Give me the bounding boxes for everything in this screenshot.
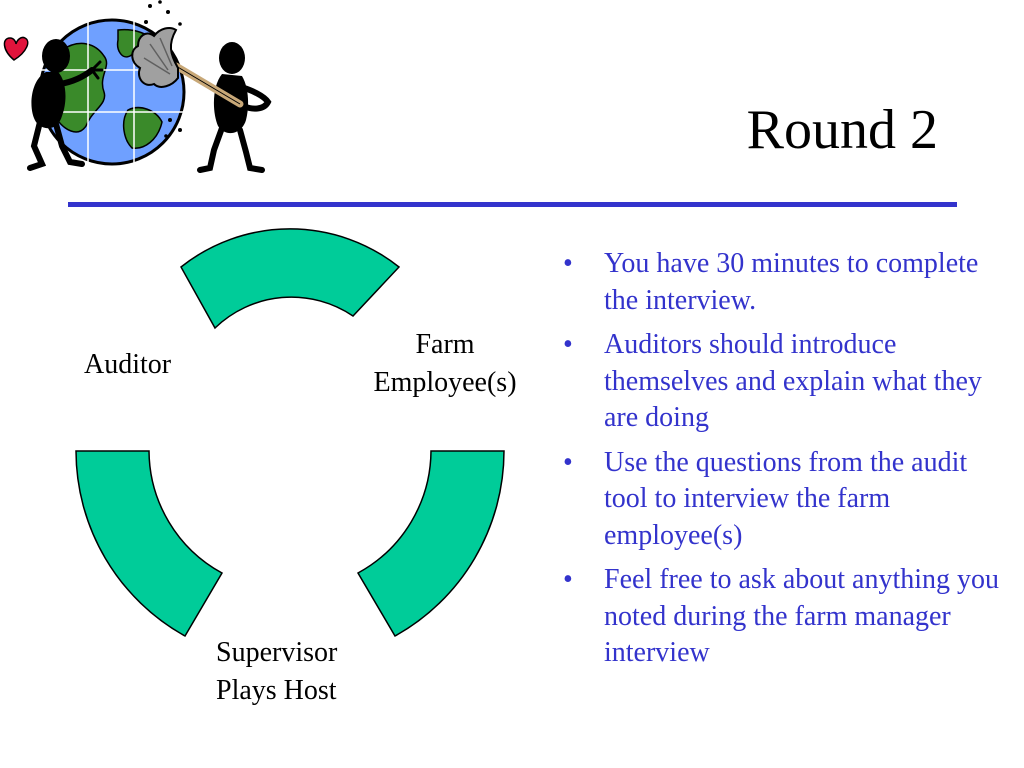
- bullet-list: • You have 30 minutes to complete the in…: [563, 246, 1008, 680]
- bullet-text: Use the questions from the audit tool to…: [604, 446, 968, 551]
- cycle-label-farm-line1: Farm: [415, 329, 475, 360]
- bullet-item: • Auditors should introduce themselves a…: [563, 327, 1008, 437]
- heart-icon: [3, 36, 29, 61]
- bullet-dot: •: [563, 446, 573, 478]
- cycle-segment-right: [356, 450, 505, 638]
- bullet-dot: •: [563, 564, 573, 595]
- person-icon: [197, 42, 272, 173]
- cycle-diagram: [75, 228, 505, 638]
- slide-title: Round 2: [746, 99, 938, 161]
- cycle-segment-top: [180, 228, 401, 330]
- bullet-text: Feel free to ask about anything you note…: [604, 564, 1000, 668]
- bullet-dot: •: [563, 329, 573, 360]
- cycle-label-farm-employees: Farm Employee(s): [356, 326, 534, 402]
- bullet-text: Auditors should introduce themselves and…: [604, 329, 982, 433]
- feather-duster-icon: [131, 0, 244, 138]
- bullet-item: • You have 30 minutes to complete the in…: [563, 246, 1008, 319]
- cycle-label-supervisor-line2: Plays Host: [216, 675, 337, 706]
- cycle-label-farm-line2: Employee(s): [373, 367, 517, 398]
- cycle-label-supervisor: Supervisor Plays Host: [216, 634, 337, 710]
- bullet-text: You have 30 minutes to complete the inte…: [604, 248, 979, 316]
- bullet-item: • Feel free to ask about anything you no…: [563, 562, 1008, 672]
- cycle-segment-left: [75, 450, 224, 638]
- clipart-cleaning-globe: [3, 0, 272, 173]
- bullet-item: • Use the questions from the audit tool …: [563, 445, 1008, 555]
- cycle-label-auditor: Auditor: [84, 349, 172, 380]
- title-divider: [68, 202, 957, 207]
- person-icon: [27, 39, 104, 171]
- bullet-dot: •: [563, 248, 573, 279]
- cycle-label-supervisor-line1: Supervisor: [216, 637, 338, 668]
